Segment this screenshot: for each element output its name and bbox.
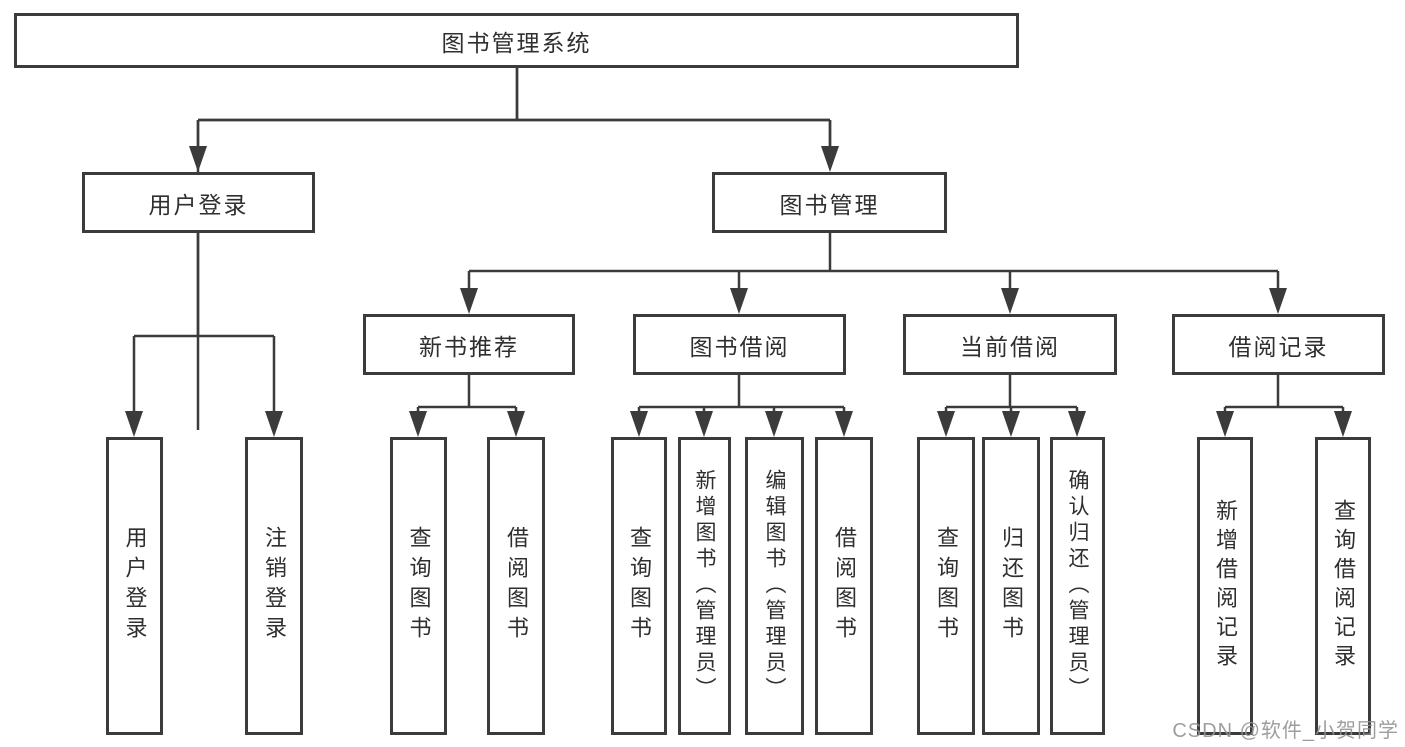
csdn-watermark: CSDN @软件_小贺同学	[1172, 720, 1399, 742]
leaf-query-borrow-record: 查询借阅记录	[1315, 437, 1371, 735]
node-library-management-system: 图书管理系统	[14, 13, 1019, 68]
node-borrowing-records: 借阅记录	[1172, 314, 1385, 375]
node-book-borrowing: 图书借阅	[633, 314, 846, 375]
leaf-add-borrow-record: 新增借阅记录	[1197, 437, 1253, 735]
leaf-return-books: 归还图书	[982, 437, 1040, 735]
leaf-query-books-borrow: 查询图书	[611, 437, 667, 735]
leaf-query-books-recommend: 查询图书	[390, 437, 447, 735]
node-current-borrowing: 当前借阅	[903, 314, 1117, 375]
leaf-edit-books-admin: 编辑图书（管理员）	[745, 437, 804, 735]
leaf-borrow-books-recommend: 借阅图书	[487, 437, 545, 735]
leaf-add-books-admin: 新增图书（管理员）	[678, 437, 731, 735]
node-user-login: 用户登录	[82, 172, 315, 233]
leaf-user-login: 用户登录	[106, 437, 163, 735]
leaf-confirm-return-admin: 确认归还（管理员）	[1050, 437, 1105, 735]
arrowheads	[125, 146, 1352, 437]
leaf-borrow-books: 借阅图书	[815, 437, 873, 735]
node-book-management: 图书管理	[712, 172, 947, 233]
leaf-logout: 注销登录	[245, 437, 303, 735]
leaf-query-books-current: 查询图书	[917, 437, 975, 735]
node-new-book-recommendation: 新书推荐	[363, 314, 575, 375]
